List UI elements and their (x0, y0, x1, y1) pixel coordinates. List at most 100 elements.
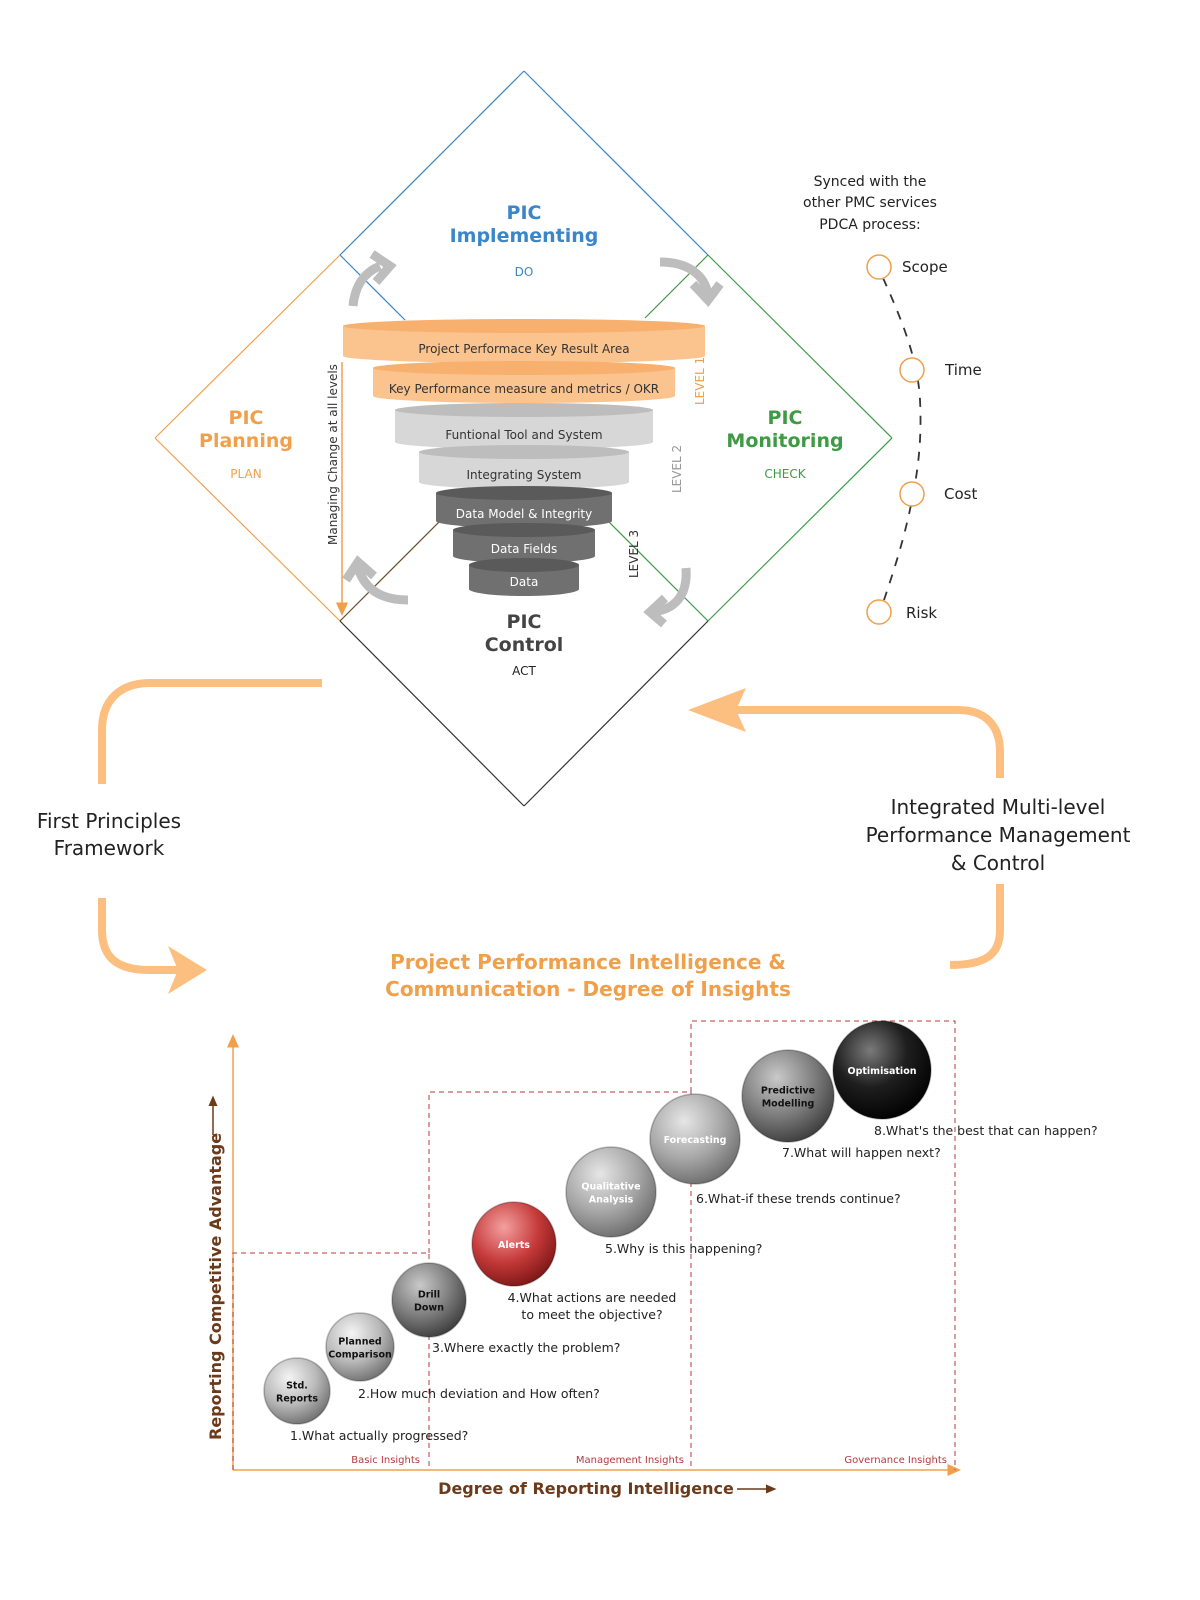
funnel-layer-label: Data Fields (491, 542, 557, 556)
control-title-1: PIC (507, 611, 542, 633)
funnel-layer-top (469, 558, 579, 572)
insight-bubble-label: Predictive (761, 1086, 815, 1097)
control-title-2: Control (485, 634, 564, 656)
sync-item-scope: Scope (902, 258, 948, 276)
sync-heading-line-2: other PMC services (803, 195, 937, 211)
sync-panel: Synced with the other PMC services PDCA … (803, 174, 982, 625)
cycle-arrow-top-right-head-icon (689, 280, 724, 307)
integrated-line-2: Performance Management (866, 823, 1131, 847)
sync-dashed-path (882, 277, 922, 601)
implementing-subtitle: DO (515, 265, 534, 279)
sync-item-time: Time (944, 361, 982, 379)
level-1-label: LEVEL 1 (693, 357, 707, 405)
insight-bubble-label: Alerts (498, 1240, 530, 1251)
diamond-inner-bottom-left (339, 505, 456, 622)
diamond-edge-top-right (523, 70, 709, 256)
insight-question: 8.What's the best that can happen? (874, 1123, 1098, 1138)
x-axis-label: Degree of Reporting Intelligence (438, 1479, 734, 1498)
insight-question: 5.Why is this happening? (605, 1241, 762, 1256)
diamond-edge-right-bottom (707, 437, 893, 622)
funnel-layer-body (343, 326, 705, 363)
first-principles-line-1: First Principles (37, 809, 181, 833)
funnel-layer: Data Model & Integrity (436, 486, 612, 528)
funnel-layer: Key Performance measure and metrics / OK… (373, 361, 675, 403)
insight-bubble-label: Reports (276, 1394, 318, 1405)
funnel-layer-label: Data Model & Integrity (456, 507, 592, 521)
insight-bubble (649, 1093, 741, 1185)
funnel-layer-body (373, 368, 675, 403)
zone-governance-border (690, 1020, 956, 1470)
funnel-layer-body (436, 493, 612, 528)
pic-control: PIC Control ACT (485, 611, 564, 678)
planning-title-1: PIC (229, 407, 264, 429)
insight-bubble-label: Drill (418, 1290, 440, 1301)
sync-node-cost (899, 481, 925, 507)
feedback-loop (98, 679, 1004, 974)
funnel-layer-top (436, 486, 612, 500)
cycle-arrow-bottom-right-icon (651, 567, 691, 617)
funnel-layer-body (453, 530, 595, 563)
level-3-label: LEVEL 3 (627, 530, 641, 578)
insight-bubble (565, 1146, 657, 1238)
control-subtitle: ACT (512, 664, 536, 678)
insights-title-line-1: Project Performance Intelligence & (390, 950, 786, 974)
monitoring-subtitle: CHECK (764, 467, 806, 481)
zone-governance-label: Governance Insights (844, 1455, 947, 1466)
insight-bubble (471, 1201, 557, 1287)
planning-title-2: Planning (199, 430, 293, 452)
integrated-line-3: & Control (951, 851, 1045, 875)
cycle-arrow-bottom-right-head-icon (643, 594, 669, 628)
diamond-inner-top-left (339, 254, 406, 321)
insight-bubble-label: Optimisation (848, 1066, 917, 1077)
insight-zones (232, 1020, 956, 1470)
funnel-layer-label: Data (510, 575, 539, 589)
sync-item-risk: Risk (906, 604, 937, 622)
insight-question: 1.What actually progressed? (290, 1428, 468, 1443)
funnel-layer-body (395, 410, 653, 449)
insight-bubble-label: Comparison (328, 1350, 392, 1361)
insight-bubble (263, 1357, 331, 1425)
y-axis-label: Reporting Competitive Advantage (206, 1133, 225, 1440)
loop-right-bottom-path (949, 884, 1004, 969)
managing-change-label: Managing Change at all levels (326, 364, 340, 545)
insight-question: 3.Where exactly the problem? (432, 1340, 620, 1355)
insight-bubble-label: Modelling (762, 1099, 815, 1110)
loop-right-top-path (730, 706, 1004, 778)
insight-bubble (832, 1020, 932, 1120)
zone-management-border (428, 1091, 692, 1470)
loop-arrow-left-head-icon (688, 688, 746, 732)
insight-question: 4.What actions are needed (508, 1290, 677, 1305)
sync-node-time (899, 357, 925, 383)
insight-bubble-label: Forecasting (664, 1135, 727, 1146)
cycle-arrow-bottom-left-head-icon (342, 555, 377, 583)
monitoring-title-1: PIC (768, 407, 803, 429)
insight-bubble-label: Analysis (589, 1195, 634, 1206)
diamond-inner-bottom-right (589, 502, 709, 622)
funnel-layer-label: Funtional Tool and System (445, 428, 602, 442)
zone-basic-border (232, 1252, 430, 1470)
loop-arrow-right-head-icon (168, 946, 207, 994)
zone-management-label: Management Insights (576, 1455, 684, 1466)
funnel-layer: Data Fields (453, 523, 595, 563)
pic-implementing: PIC Implementing DO (450, 202, 599, 279)
cycle-arrow-top-right-icon (659, 257, 713, 296)
funnel-layer: Project Performace Key Result Area (343, 319, 705, 363)
funnel-layer-top (343, 319, 705, 333)
insights-title-line-2: Communication - Degree of Insights (385, 977, 791, 1001)
cycle-arrow-bottom-left-icon (353, 566, 409, 605)
level-2-label: LEVEL 2 (670, 445, 684, 493)
sync-node-risk (866, 599, 892, 625)
zone-basic-label: Basic Insights (351, 1455, 420, 1466)
planning-subtitle: PLAN (230, 467, 261, 481)
funnel-layer-body (469, 565, 579, 596)
funnel-layer-label: Key Performance measure and metrics / OK… (389, 382, 659, 396)
insight-bubble-label: Down (414, 1303, 444, 1314)
funnel-layer-top (395, 403, 653, 417)
sync-heading-line-1: Synced with the (814, 174, 927, 190)
